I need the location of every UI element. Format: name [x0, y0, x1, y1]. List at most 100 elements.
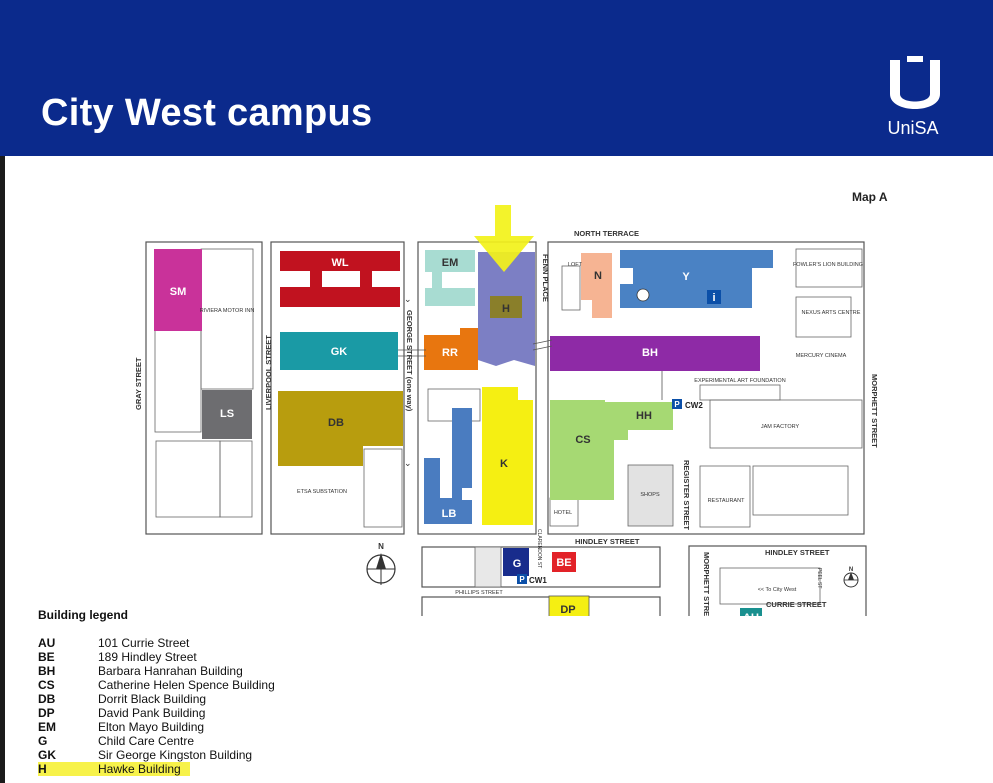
unisa-logo-icon	[890, 56, 940, 109]
label-HH: HH	[636, 410, 652, 422]
label-CS: CS	[575, 434, 590, 446]
building-WL[interactable]	[280, 251, 400, 307]
label-BH: BH	[642, 347, 658, 359]
label-shops: SHOPS	[640, 492, 660, 498]
legend-item: H Hawke Building	[38, 762, 190, 776]
label-mercury: MERCURY CINEMA	[796, 353, 847, 359]
label-LS: LS	[220, 408, 234, 420]
label-AU: AU	[743, 612, 759, 616]
label-nexus: NEXUS ARTS CENTRE	[802, 310, 861, 316]
building-Y[interactable]	[620, 250, 773, 308]
legend-code: CS	[38, 678, 55, 692]
building-H-inner	[490, 296, 522, 318]
legend-item: DP David Pank Building	[38, 706, 275, 720]
building-CS[interactable]	[550, 400, 628, 500]
building-N[interactable]	[581, 253, 612, 318]
parking-cw2[interactable]: P CW2	[672, 399, 703, 410]
window-edge	[0, 0, 5, 783]
svg-text:i: i	[712, 292, 715, 304]
label-restaurant: RESTAURANT	[708, 498, 746, 504]
svg-text:P: P	[674, 400, 680, 409]
legend-building-name: Child Care Centre	[98, 734, 195, 748]
building-LS[interactable]	[202, 390, 252, 439]
legend-building-name: Barbara Hanrahan Building	[98, 664, 243, 678]
label-riviera: RIVIERA MOTOR INN	[200, 308, 255, 314]
svg-text:CW2: CW2	[685, 401, 703, 410]
building-EM[interactable]	[425, 250, 475, 306]
legend-code: BH	[38, 664, 56, 678]
label-LB: LB	[442, 508, 457, 520]
building-DB[interactable]	[278, 391, 403, 466]
label-hotel: HOTEL	[554, 510, 572, 516]
street-hindley: HINDLEY STREET	[575, 537, 640, 546]
legend-building-name: David Pank Building	[98, 706, 206, 720]
street-currie: CURRIE STREET	[766, 600, 827, 609]
page-header: City West campus UniSA	[0, 0, 993, 156]
label-WL: WL	[331, 257, 348, 269]
street-george: GEORGE STREET (one way)	[405, 310, 414, 412]
street-register: REGISTER STREET	[682, 460, 691, 530]
svg-text:P: P	[519, 575, 525, 584]
label-SM: SM	[170, 286, 187, 298]
legend-code: DB	[38, 692, 56, 706]
info-icon: i	[707, 290, 721, 304]
legend-building-name: Catherine Helen Spence Building	[98, 678, 275, 692]
one-way-chevrons: ⌄ ⌄	[404, 295, 412, 469]
building-GK[interactable]	[280, 332, 398, 370]
label-experimental: EXPERIMENTAL ART FOUNDATION	[694, 378, 785, 384]
legend-building-name: Hawke Building	[98, 762, 181, 776]
building-BE[interactable]	[552, 552, 576, 572]
label-N: N	[594, 270, 602, 282]
building-BH[interactable]	[550, 336, 760, 371]
label-phillips: PHILLIPS STREET	[455, 590, 503, 596]
label-GK: GK	[331, 346, 348, 358]
logo-text: UniSA	[887, 118, 939, 138]
building-SM[interactable]	[154, 249, 202, 331]
label-jam: JAM FACTORY	[761, 424, 800, 430]
building-K[interactable]	[482, 387, 533, 525]
building-HH[interactable]	[605, 402, 673, 430]
legend-title: Building legend	[38, 608, 128, 622]
label-H: H	[502, 303, 510, 315]
label-etsa: ETSA SUBSTATION	[297, 489, 347, 495]
legend-building-name: Dorrit Black Building	[98, 692, 207, 706]
building-G[interactable]	[503, 548, 529, 576]
legend-item: DB Dorrit Black Building	[38, 692, 275, 706]
building-AU[interactable]	[740, 608, 762, 616]
legend-item: BH Barbara Hanrahan Building	[38, 664, 275, 678]
map-label: Map A	[852, 190, 888, 204]
legend-code: DP	[38, 706, 55, 720]
label-DP: DP	[560, 604, 575, 616]
legend-code: H	[38, 762, 47, 776]
svg-text:⌄: ⌄	[404, 295, 412, 305]
street-gray: GRAY STREET	[134, 357, 143, 410]
street-clarendon: CLARENDON ST	[536, 529, 542, 568]
legend-building-name: 101 Currie Street	[98, 636, 190, 650]
label-city-west: << To City West	[758, 587, 797, 593]
legend-code: BE	[38, 650, 55, 664]
building-RR[interactable]	[424, 328, 478, 370]
bmw-logo-icon	[636, 288, 650, 302]
block-phillips	[421, 596, 661, 616]
building-DP[interactable]	[548, 595, 590, 616]
label-loft: LOFT	[568, 262, 583, 268]
parking-cw1[interactable]: P CW1	[517, 574, 547, 585]
street-north-terrace: NORTH TERRACE	[574, 229, 639, 238]
street-fenn: FENN PLACE	[541, 254, 550, 302]
label-Y: Y	[682, 271, 690, 283]
campus-map[interactable]: SM LS WL GK RR LB Y BH G BE AU DB EM H K…	[0, 156, 993, 616]
street-peel: PEEL ST	[816, 568, 822, 588]
label-BE: BE	[556, 557, 571, 569]
legend-item: CS Catherine Helen Spence Building	[38, 678, 275, 692]
page-title: City West campus	[41, 92, 373, 134]
legend-building-name: Elton Mayo Building	[98, 720, 205, 734]
street-liverpool: LIVERPOOL STREET	[264, 335, 273, 410]
street-morphett: MORPHETT STREET	[870, 374, 879, 448]
inset-north-arrow-icon: N	[843, 567, 859, 588]
building-LB[interactable]	[424, 408, 472, 524]
street-hindley-inset: HINDLEY STREET	[765, 548, 830, 557]
